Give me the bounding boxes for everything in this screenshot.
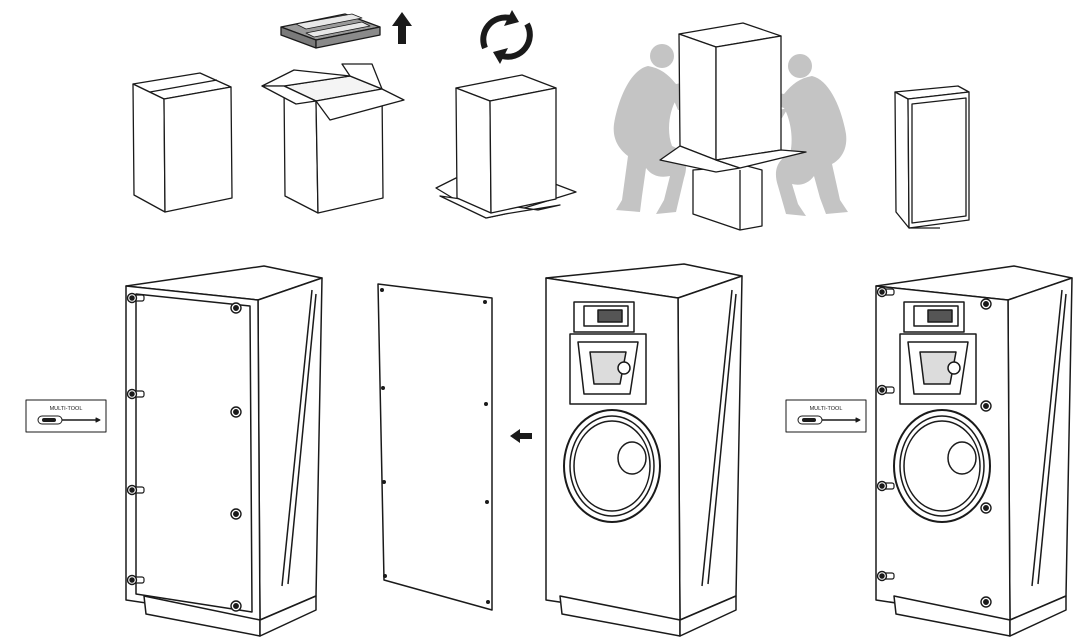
remove-grille-arrow xyxy=(510,429,532,443)
horn xyxy=(569,333,647,405)
open-box xyxy=(261,63,405,214)
lifted-box xyxy=(659,22,807,173)
tweeter xyxy=(903,301,965,333)
horn xyxy=(899,333,977,405)
unboxed-speaker xyxy=(894,85,970,229)
tool-label: MULTI-TOOL xyxy=(810,406,843,412)
woofer xyxy=(893,409,991,523)
woofer xyxy=(563,409,661,523)
tweeter xyxy=(573,301,635,333)
tool-card-multi-tool-1: MULTI-TOOL xyxy=(25,399,107,433)
tool-card-multi-tool-2: MULTI-TOOL xyxy=(785,399,867,433)
screwdriver-icon xyxy=(797,415,861,425)
speaker-under-box xyxy=(692,165,763,231)
closed-box xyxy=(132,72,233,213)
tool-label: MULTI-TOOL xyxy=(50,406,83,412)
speaker-without-grille xyxy=(545,263,743,637)
lift-up-arrow xyxy=(392,12,412,44)
flipped-box xyxy=(455,74,557,214)
rotate-icon xyxy=(480,10,533,64)
lifted-insert xyxy=(280,13,381,49)
speaker-with-grille xyxy=(125,265,323,637)
screwdriver-icon xyxy=(37,415,101,425)
grille-panel xyxy=(377,283,493,611)
speaker-with-pegs xyxy=(875,265,1073,637)
